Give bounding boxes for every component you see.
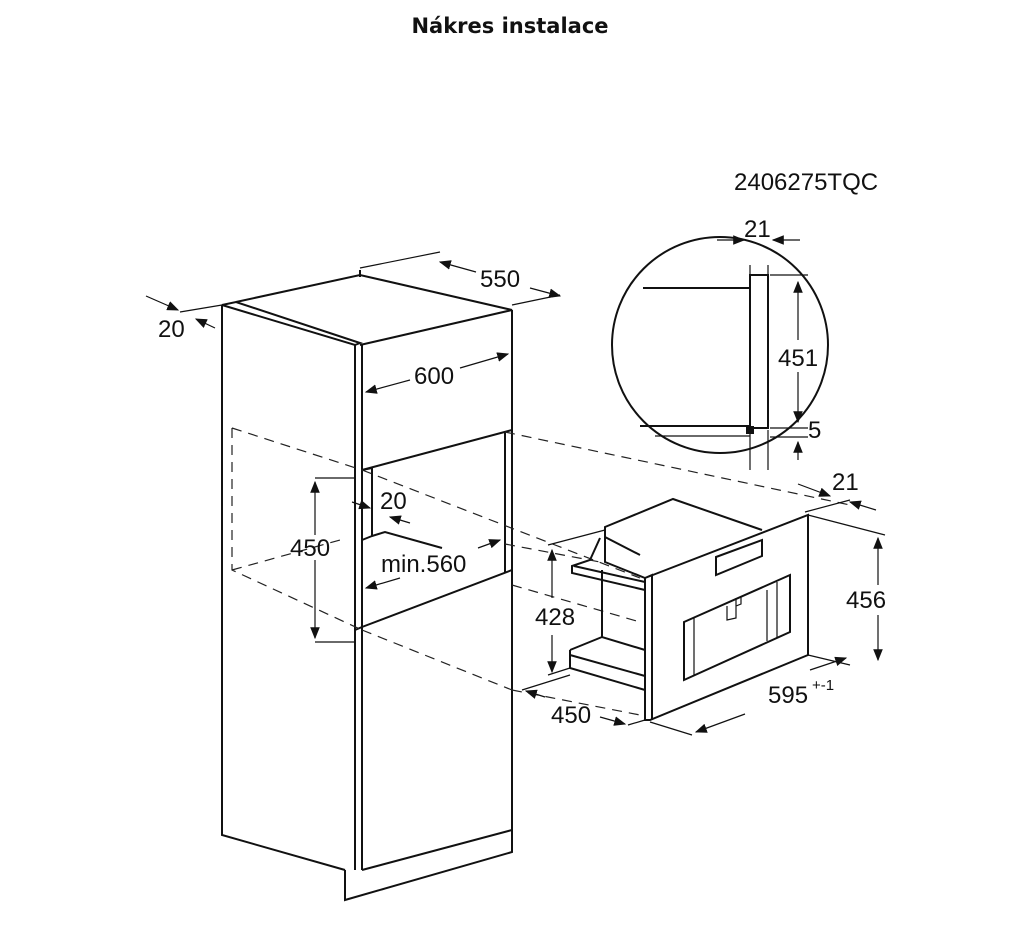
dim-appliance-depth: 450 xyxy=(551,702,591,729)
dim-niche-inset: 20 xyxy=(380,488,407,515)
coffee-machine-drawing xyxy=(569,497,809,721)
dim-niche-height: 450 xyxy=(290,535,330,562)
appliance-outline-dashed xyxy=(231,427,851,716)
dim-appliance-width-tolerance: +-1 xyxy=(812,677,834,694)
dim-cabinet-side-offset: 20 xyxy=(158,316,185,343)
dim-detail-height: 451 xyxy=(778,345,818,372)
dim-appliance-width: 595 xyxy=(768,682,808,709)
dim-cabinet-width: 600 xyxy=(414,363,454,390)
dim-detail-gap: 5 xyxy=(808,417,821,444)
cabinet-drawing xyxy=(221,270,513,902)
dim-appliance-front-height: 456 xyxy=(846,587,886,614)
dim-appliance-front-thickness: 21 xyxy=(832,469,859,496)
dim-appliance-body-height: 428 xyxy=(535,604,575,631)
dim-detail-panel-thickness: 21 xyxy=(744,216,771,243)
model-code-label: 2406275TQC xyxy=(734,169,878,196)
dim-cabinet-depth: 550 xyxy=(480,266,520,293)
dim-niche-width: min.560 xyxy=(381,551,466,578)
page-title: Nákres instalace xyxy=(411,14,609,38)
dimension-lines xyxy=(145,251,886,736)
detail-circle xyxy=(611,235,829,470)
